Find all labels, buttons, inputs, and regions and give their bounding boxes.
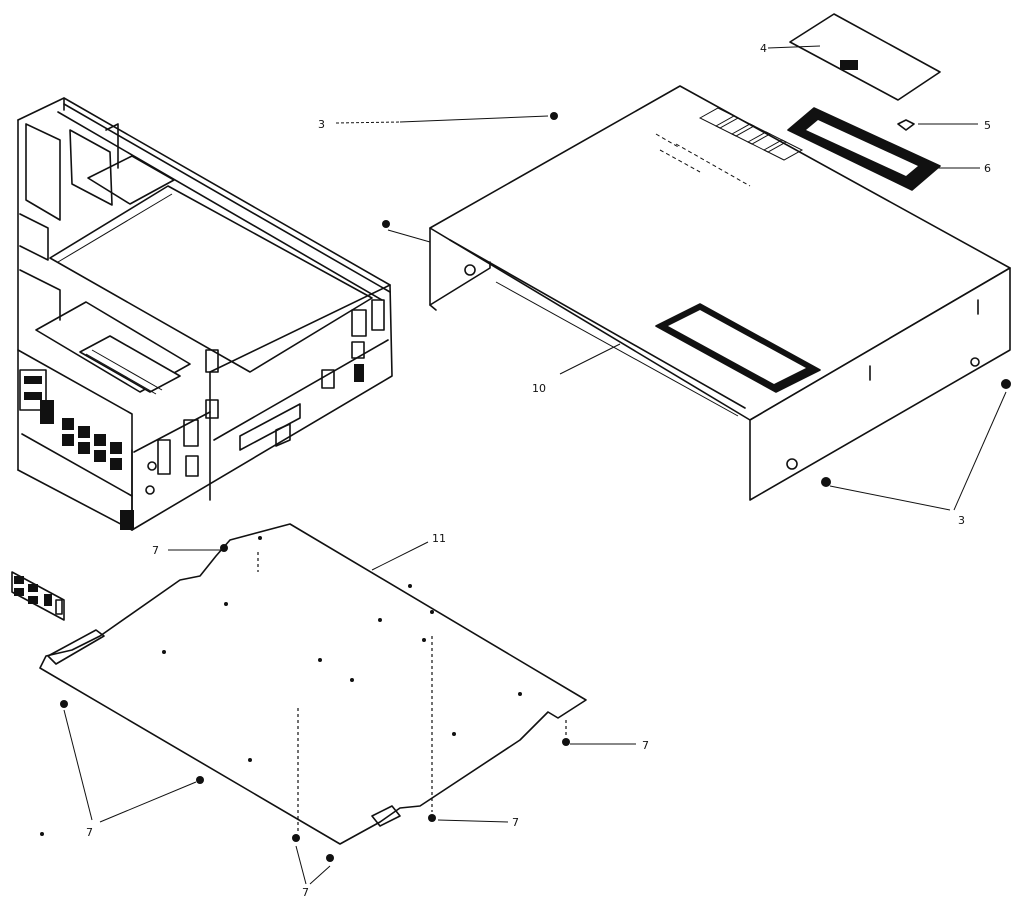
callout-top-lid: 4 [760, 42, 767, 55]
window-frame-part [787, 107, 941, 191]
chassis-assembly [17, 97, 393, 531]
callout-screw-plate-upper: 7 [152, 544, 159, 557]
callout-cabinet-cover: 10 [532, 382, 546, 395]
callout-screw-plate-right: 7 [642, 739, 649, 752]
screw-set [382, 112, 1011, 487]
bottom-plate [39, 523, 587, 845]
plate-screws [60, 544, 570, 862]
leader-lines [63, 45, 1007, 885]
cabinet-cover [429, 85, 1011, 501]
callout-screw-plate-bottom-mid: 7 [512, 816, 519, 829]
stray-mark [40, 832, 44, 836]
callout-screw-top: 3 [318, 118, 325, 131]
small-front-panel-part [11, 571, 65, 621]
callout-window-frame: 6 [984, 162, 991, 175]
callout-screw-plate-left: 7 [86, 826, 93, 839]
bottom-plate-holes [162, 536, 522, 762]
callout-small-knob: 5 [984, 119, 991, 132]
chassis-button-grid [62, 418, 122, 470]
top-lid-part [789, 13, 941, 101]
callout-screw-plate-bottom-left: 7 [302, 886, 309, 899]
callout-bottom-plate: 11 [432, 532, 446, 545]
cover-vent-slots [655, 107, 804, 187]
callout-screw-right: 3 [958, 514, 965, 527]
small-knob-part [897, 119, 915, 131]
